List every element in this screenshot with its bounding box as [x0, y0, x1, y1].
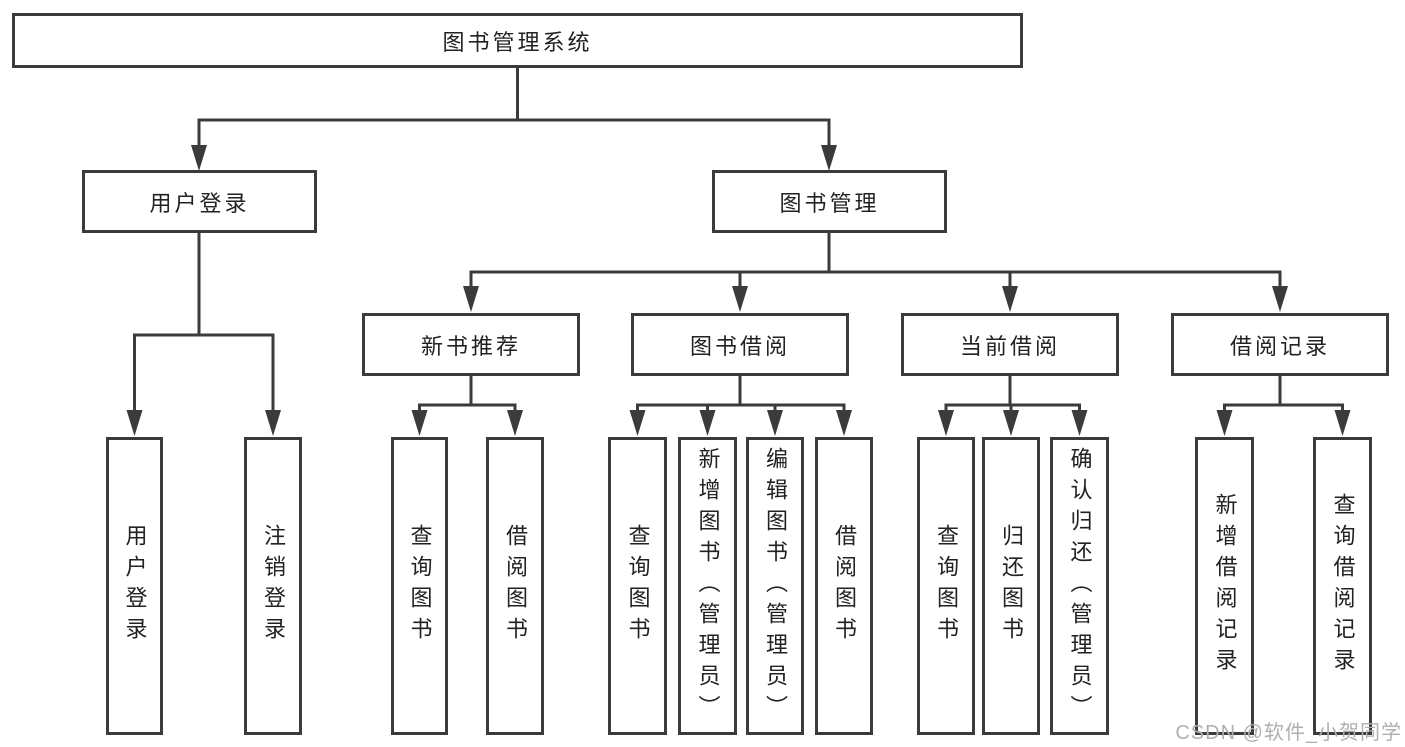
connector-bookmgmt-level3	[469, 233, 1282, 290]
node-add-book-admin: 新增图书（管理员）	[678, 437, 737, 735]
connector-bookborrow-children	[636, 376, 846, 414]
node-root-system: 图书管理系统	[12, 13, 1023, 68]
arrowhead-down-icon	[629, 410, 646, 436]
node-user-login: 用户登录	[82, 170, 317, 233]
arrowhead-down-icon	[1002, 286, 1018, 312]
node-borrow-record: 借阅记录	[1171, 313, 1389, 376]
node-book-borrow: 图书借阅	[631, 313, 849, 376]
arrowhead-down-icon	[699, 410, 716, 436]
node-book-management: 图书管理	[712, 170, 947, 233]
arrowhead-down-icon	[767, 410, 783, 436]
connector-borrowrecord-children	[1223, 376, 1344, 414]
node-user-login-action: 用户登录	[106, 437, 163, 735]
node-borrow-book-recommend: 借阅图书	[486, 437, 544, 735]
arrowhead-down-icon	[463, 286, 479, 312]
arrowhead-down-icon	[1216, 410, 1233, 436]
node-query-borrow-record: 查询借阅记录	[1313, 437, 1372, 735]
arrowhead-down-icon	[1071, 410, 1088, 436]
node-add-borrow-record: 新增借阅记录	[1195, 437, 1254, 735]
node-confirm-return-admin: 确认归还（管理员）	[1050, 437, 1109, 735]
node-new-book-recommend: 新书推荐	[362, 313, 580, 376]
connector-newrec-children	[418, 376, 517, 414]
arrowhead-down-icon	[732, 286, 748, 312]
node-query-book-recommend: 查询图书	[391, 437, 448, 735]
connector-currentborrow-children	[944, 376, 1081, 414]
arrowhead-down-icon	[507, 410, 523, 436]
connector-root-to-level2	[197, 68, 831, 150]
arrowhead-down-icon	[1272, 286, 1288, 312]
arrowhead-down-icon	[411, 410, 428, 436]
connector-userlogin-children	[133, 233, 275, 414]
node-current-borrow: 当前借阅	[901, 313, 1119, 376]
arrowhead-down-icon	[836, 410, 852, 436]
arrowhead-down-icon	[821, 145, 837, 171]
node-logout: 注销登录	[244, 437, 302, 735]
node-query-book-borrow: 查询图书	[608, 437, 667, 735]
arrowhead-down-icon	[1334, 410, 1351, 436]
node-borrow-book: 借阅图书	[815, 437, 873, 735]
arrowhead-down-icon	[126, 410, 143, 436]
arrowhead-down-icon	[265, 410, 281, 436]
arrowhead-down-icon	[938, 410, 954, 436]
watermark: CSDN @软件_小贺同学	[1175, 722, 1402, 744]
arrowhead-down-icon	[1003, 410, 1019, 436]
node-edit-book-admin: 编辑图书（管理员）	[746, 437, 804, 735]
node-return-book: 归还图书	[982, 437, 1040, 735]
node-query-book-current: 查询图书	[917, 437, 975, 735]
arrowhead-down-icon	[191, 145, 207, 171]
